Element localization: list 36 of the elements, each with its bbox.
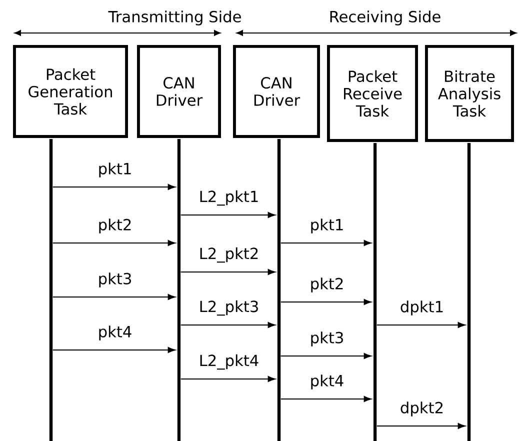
edge-label: dpkt2	[398, 400, 446, 418]
edge-label: pkt1	[308, 217, 346, 235]
edge-label: pkt3	[96, 271, 134, 289]
arrow	[376, 423, 466, 429]
edge-label: L2_pkt4	[198, 353, 260, 371]
arrow	[52, 240, 176, 246]
arrow	[52, 184, 176, 190]
arrow	[280, 299, 372, 305]
edge-label: L2_pkt2	[198, 246, 260, 264]
arrow	[280, 240, 372, 246]
edge-label: pkt1	[96, 161, 134, 179]
edge-label: L2_pkt3	[198, 299, 260, 317]
lifeline	[49, 139, 53, 441]
edge-label: L2_pkt1	[198, 189, 260, 207]
side-label: Transmitting Side	[108, 10, 241, 26]
edge-label: pkt4	[96, 324, 134, 342]
arrow	[180, 269, 276, 275]
arrow	[180, 322, 276, 328]
arrow	[180, 212, 276, 218]
task-box: Packet Generation Task	[13, 45, 128, 138]
task-box: CAN Driver	[137, 45, 221, 138]
task-box: Bitrate Analysis Task	[425, 45, 514, 142]
edge-label: pkt4	[308, 373, 346, 391]
edge-label: pkt2	[308, 276, 346, 294]
edge-label: pkt2	[96, 217, 134, 235]
task-box: Packet Receive Task	[327, 45, 418, 142]
arrow	[180, 376, 276, 382]
arrow	[52, 294, 176, 300]
edge-label: dpkt1	[398, 299, 446, 317]
edge-label: pkt3	[308, 330, 346, 348]
arrow	[280, 353, 372, 359]
arrow	[52, 347, 176, 353]
arrow	[376, 322, 466, 328]
arrow	[280, 396, 372, 402]
task-box: CAN Driver	[233, 45, 320, 138]
side-label: Receiving Side	[330, 10, 440, 26]
